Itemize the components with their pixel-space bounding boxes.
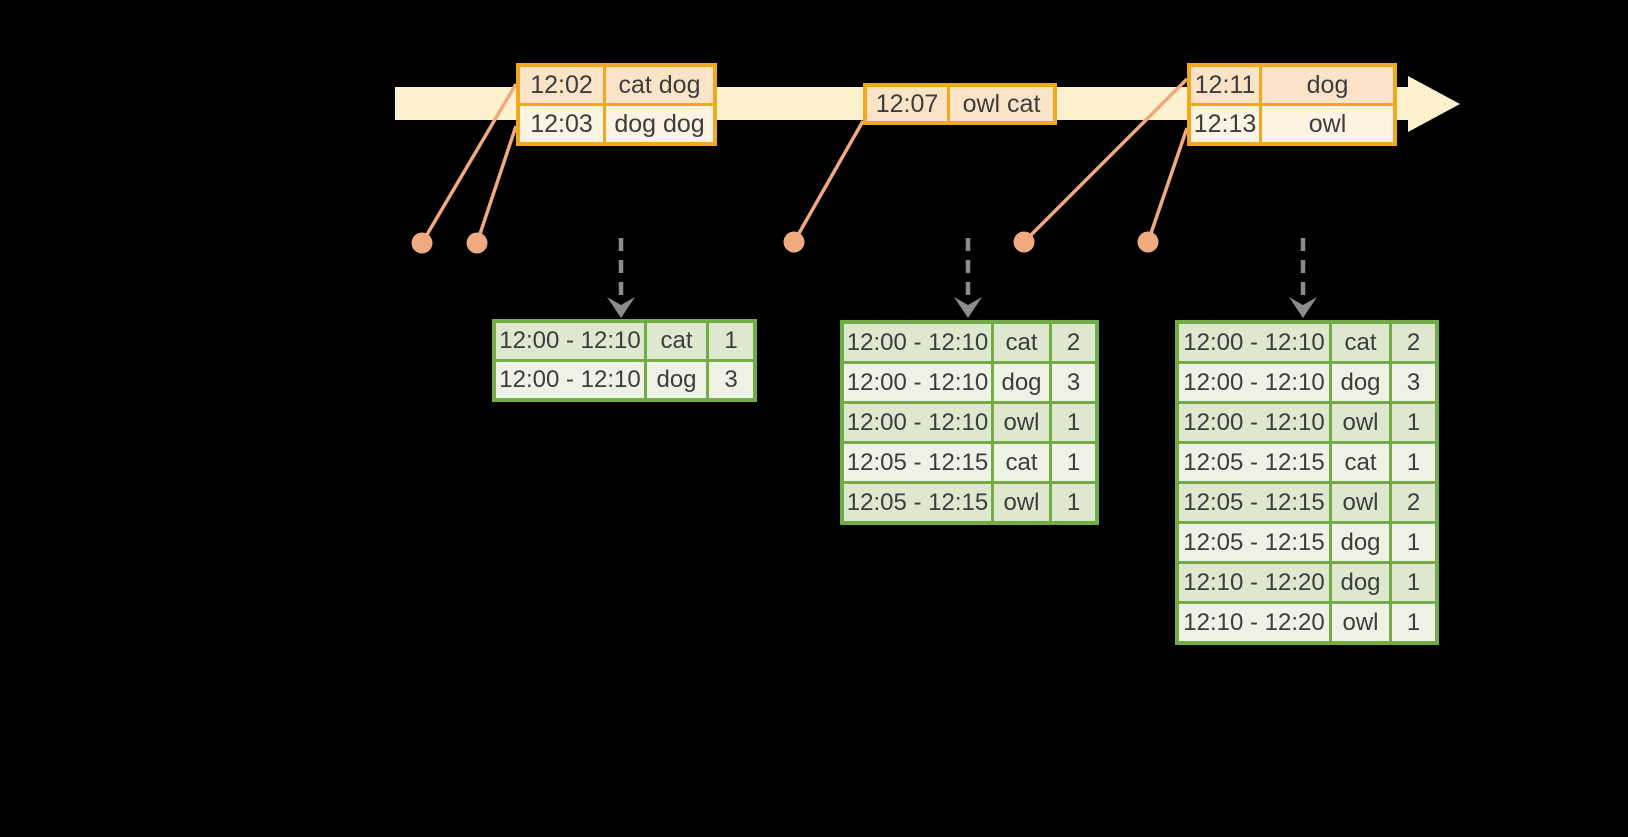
- table-cell: owl: [994, 404, 1049, 441]
- table-cell: 12:13: [1191, 106, 1259, 142]
- table-cell: 12:00 - 12:10: [844, 324, 991, 361]
- table-cell: 3: [709, 362, 753, 398]
- event-dot-icon: [1137, 231, 1159, 253]
- table-cell: 2: [1392, 484, 1435, 521]
- table-cell: 2: [1392, 324, 1435, 361]
- table-cell: 12:05 - 12:15: [1179, 484, 1329, 521]
- table-cell: cat: [1332, 324, 1389, 361]
- table-cell: dog: [1332, 364, 1389, 401]
- table-cell: 12:02: [520, 67, 603, 103]
- event-dot-icons: [411, 231, 1159, 254]
- table-cell: 12:03: [520, 106, 603, 142]
- table-cell: owl: [1332, 604, 1389, 641]
- table-cell: owl: [1332, 484, 1389, 521]
- table-cell: 1: [1392, 564, 1435, 601]
- table-cell: 12:00 - 12:10: [496, 362, 644, 398]
- table-cell: 1: [1392, 604, 1435, 641]
- table-cell: 1: [709, 323, 753, 359]
- table-cell: 12:10 - 12:20: [1179, 564, 1329, 601]
- table-cell: owl cat: [950, 87, 1053, 121]
- table-cell: cat: [1332, 444, 1389, 481]
- table-cell: 2: [1052, 324, 1095, 361]
- table-cell: 1: [1052, 484, 1095, 521]
- table-cell: 1: [1392, 444, 1435, 481]
- table-cell: cat: [994, 324, 1049, 361]
- table-cell: 3: [1392, 364, 1435, 401]
- table-cell: 12:10 - 12:20: [1179, 604, 1329, 641]
- table-cell: dog: [994, 364, 1049, 401]
- table-cell: dog: [647, 362, 706, 398]
- table-cell: 1: [1052, 404, 1095, 441]
- table-cell: 12:07: [867, 87, 947, 121]
- down-dashed-arrow-icon: [1289, 297, 1317, 318]
- table-cell: 1: [1052, 444, 1095, 481]
- table-cell: 1: [1392, 404, 1435, 441]
- table-cell: 12:05 - 12:15: [1179, 444, 1329, 481]
- table-cell: 12:05 - 12:15: [844, 484, 991, 521]
- table-cell: 3: [1052, 364, 1095, 401]
- table-cell: dog dog: [606, 106, 713, 142]
- table-cell: 12:00 - 12:10: [1179, 404, 1329, 441]
- table-cell: cat: [994, 444, 1049, 481]
- down-dashed-arrow-icon: [607, 297, 635, 318]
- table-cell: cat: [647, 323, 706, 359]
- table-cell: dog: [1262, 67, 1393, 103]
- table-cell: dog: [1332, 564, 1389, 601]
- table-cell: 12:00 - 12:10: [844, 404, 991, 441]
- event-dot-icon: [783, 231, 805, 253]
- event-dot-icon: [466, 232, 488, 254]
- table-cell: 12:00 - 12:10: [496, 323, 644, 359]
- table-cell: owl: [1262, 106, 1393, 142]
- table-cell: 12:05 - 12:15: [844, 444, 991, 481]
- table-cell: 1: [1392, 524, 1435, 561]
- table-cell: 12:05 - 12:15: [1179, 524, 1329, 561]
- event-dot-icon: [1013, 231, 1035, 253]
- event-dot-icon: [411, 232, 433, 254]
- table-cell: 12:00 - 12:10: [1179, 324, 1329, 361]
- table-cell: 12:00 - 12:10: [1179, 364, 1329, 401]
- table-cell: 12:11: [1191, 67, 1259, 103]
- table-cell: owl: [1332, 404, 1389, 441]
- table-cell: dog: [1332, 524, 1389, 561]
- down-dashed-arrow-lines: [618, 238, 1306, 300]
- down-dashed-arrow-icon: [954, 297, 982, 318]
- table-cell: owl: [994, 484, 1049, 521]
- table-cell: 12:00 - 12:10: [844, 364, 991, 401]
- table-cell: cat dog: [606, 67, 713, 103]
- timeline-arrowhead-icon: [1408, 76, 1460, 132]
- down-dashed-arrowheads: [607, 297, 1317, 318]
